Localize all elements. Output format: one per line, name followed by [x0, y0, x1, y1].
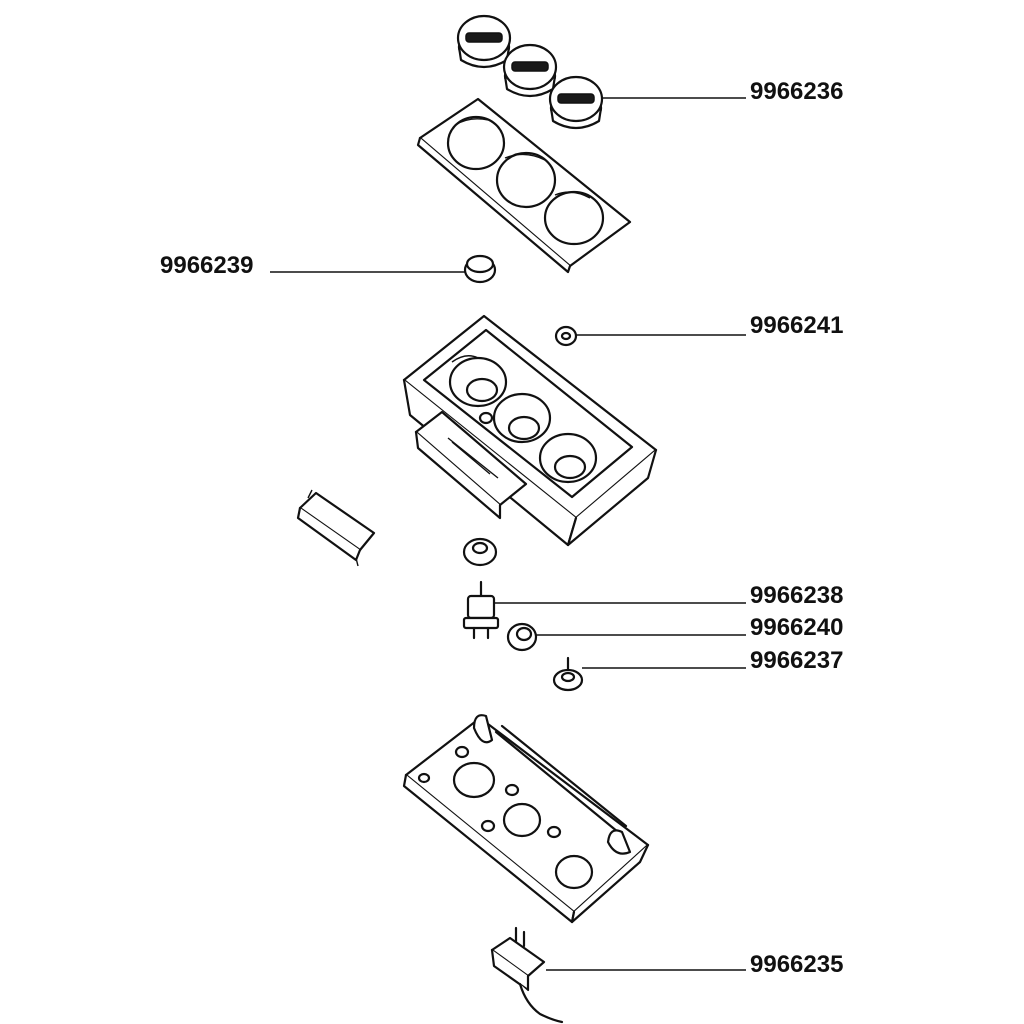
star-clip-part — [554, 325, 578, 347]
label-9966241: 9966241 — [750, 312, 843, 339]
label-9966236: 9966236 — [750, 78, 843, 105]
front-panel-plate — [416, 97, 632, 274]
bulb-holder-part — [463, 254, 497, 284]
label-9966239: 9966239 — [160, 252, 253, 279]
switch-pin-part — [462, 580, 500, 640]
control-knobs — [456, 14, 604, 130]
base-plate — [402, 714, 650, 924]
grommet-part — [506, 622, 538, 652]
screw-part — [552, 656, 584, 692]
knob-1 — [456, 14, 512, 69]
knob-2 — [502, 43, 558, 98]
leader-lines — [270, 97, 746, 971]
control-housing — [402, 314, 658, 547]
connector-part — [490, 926, 564, 1024]
label-9966238: 9966238 — [750, 582, 843, 609]
washer-part — [462, 537, 498, 567]
label-9966240: 9966240 — [750, 614, 843, 641]
label-9966235: 9966235 — [750, 951, 843, 978]
part-number-labels: 9966236 9966239 9966241 9966238 9966240 … — [160, 78, 843, 978]
side-switch-module — [296, 489, 376, 567]
label-9966237: 9966237 — [750, 647, 843, 674]
knob-3 — [548, 75, 604, 130]
